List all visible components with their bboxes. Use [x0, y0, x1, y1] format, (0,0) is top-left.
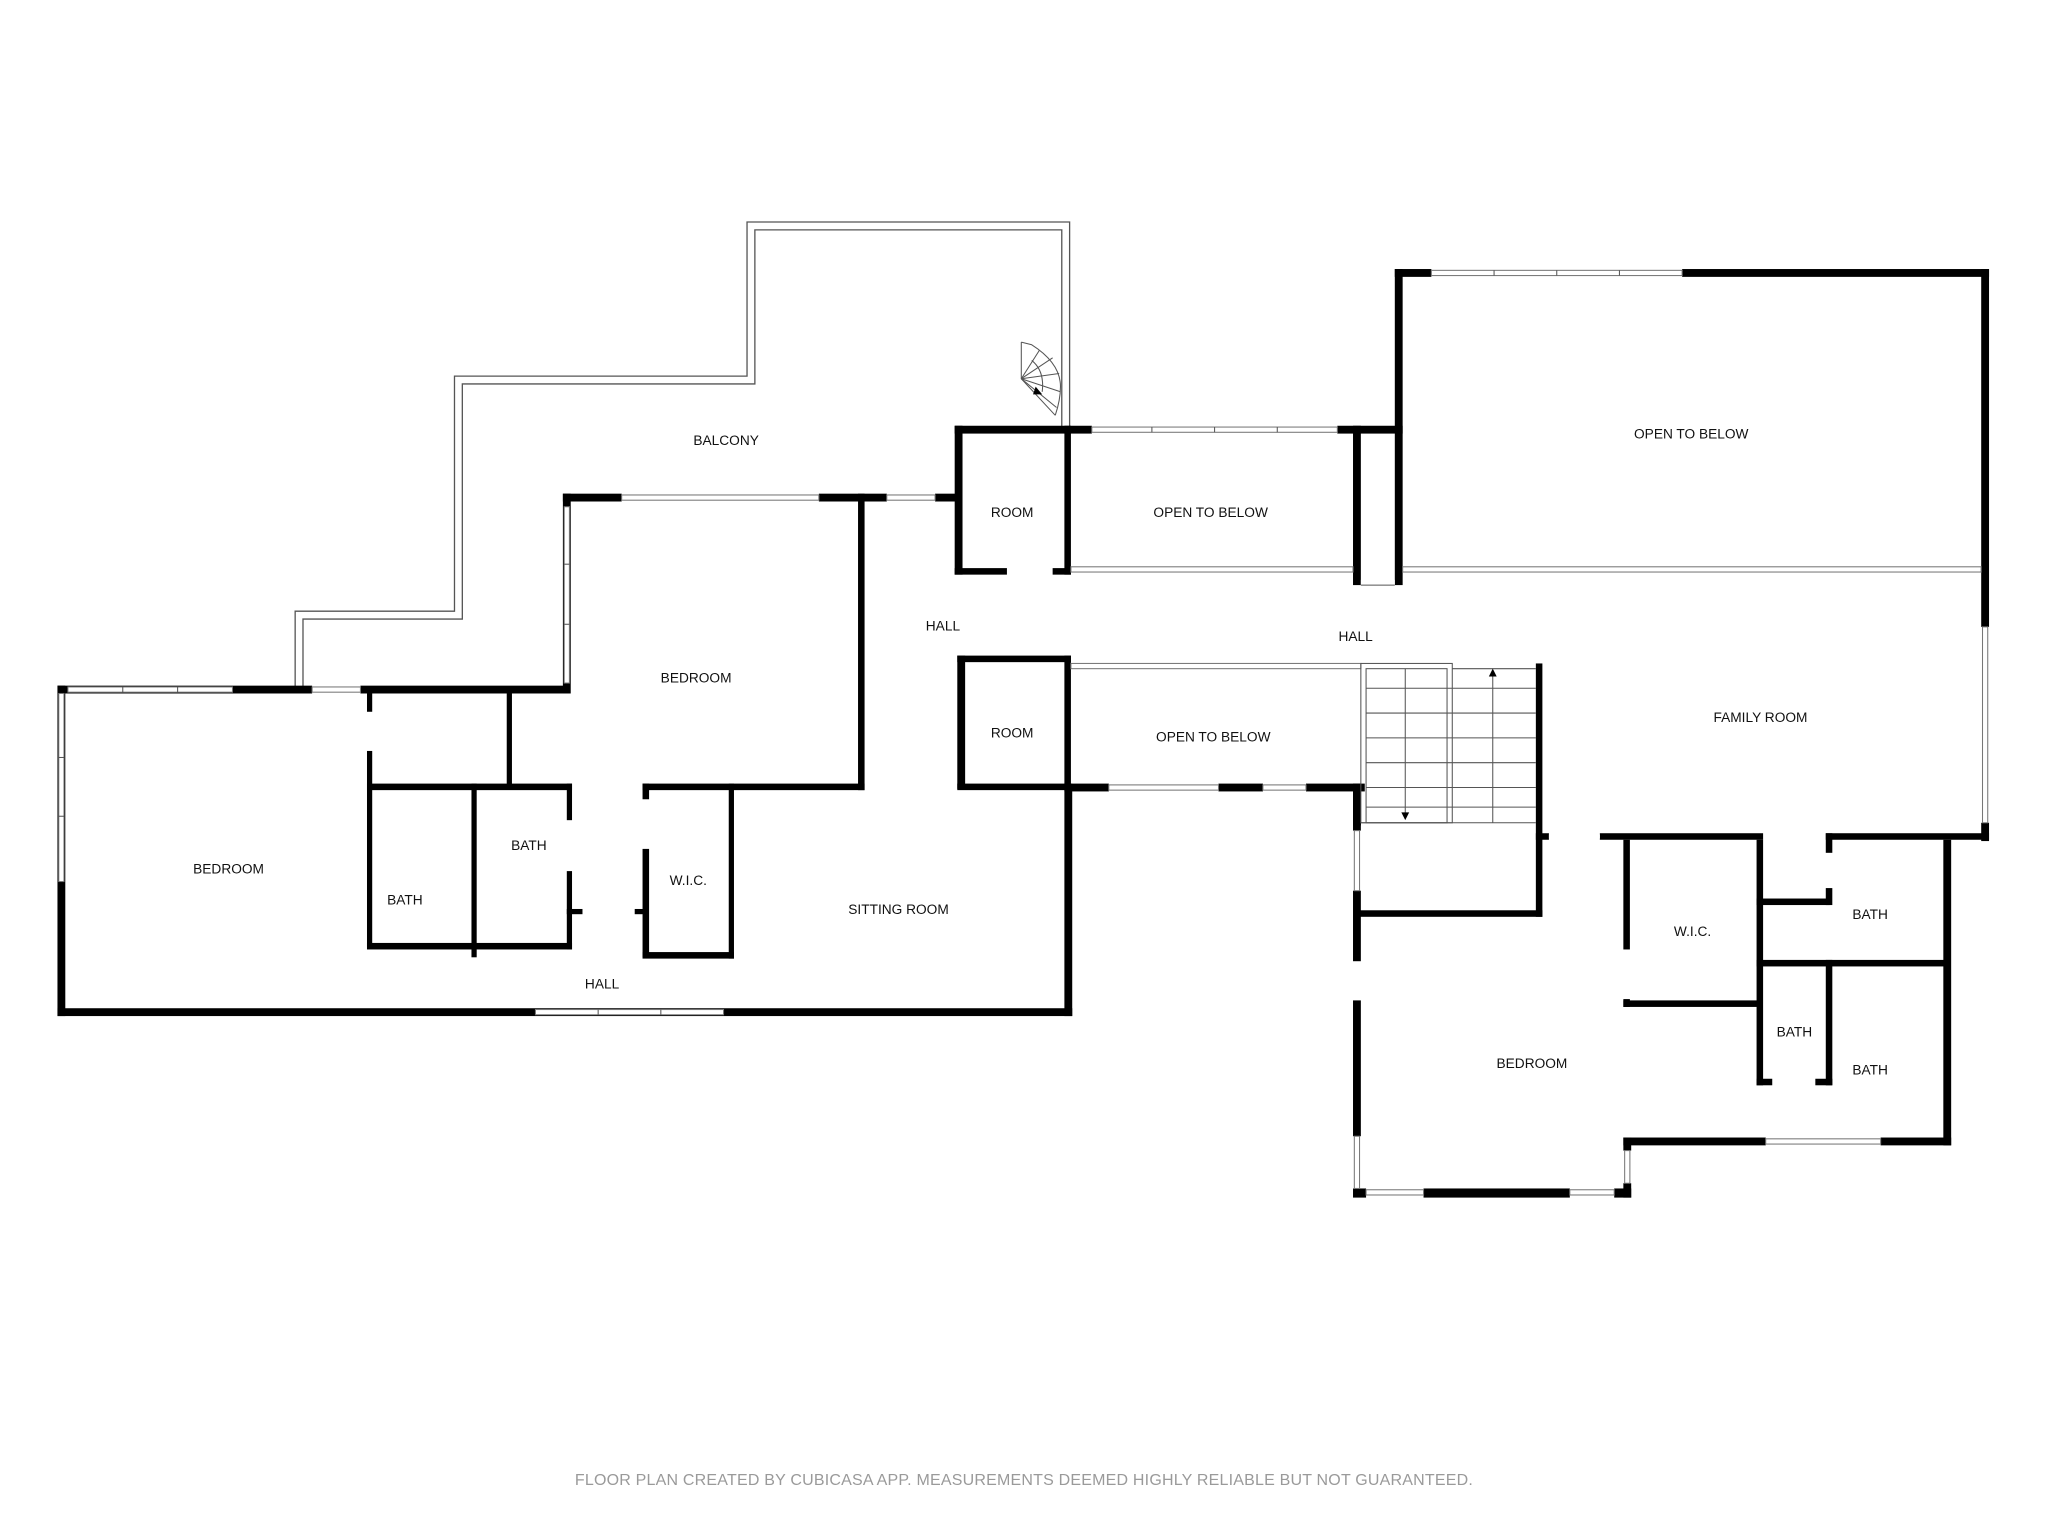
windows-right-wing	[1353, 834, 1882, 1196]
room-label-bath-right-2: BATH	[1777, 1025, 1813, 1040]
balcony-railing	[294, 221, 1071, 689]
room-label-bath-right-1: BATH	[1852, 907, 1888, 922]
spiral-staircase-icon	[1020, 341, 1061, 416]
room-label-open-below-lower: OPEN TO BELOW	[1156, 730, 1271, 745]
room-labels: BALCONY ROOM OPEN TO BELOW OPEN TO BELOW…	[193, 427, 1888, 1078]
room-label-room-upper: ROOM	[991, 505, 1034, 520]
room-label-bath-left-2: BATH	[511, 838, 547, 853]
room-label-open-below-upper: OPEN TO BELOW	[1153, 505, 1268, 520]
room-label-wic-left: W.I.C.	[670, 873, 707, 888]
windows-left-wing	[58, 494, 1307, 1016]
open-to-below-railings	[1070, 269, 1989, 892]
room-label-hall-bottom: HALL	[585, 976, 620, 991]
walls-right-wing	[1353, 833, 1990, 1198]
staircase-icon	[1360, 662, 1536, 824]
walls-center	[954, 269, 1990, 956]
room-label-open-below-large: OPEN TO BELOW	[1634, 427, 1749, 442]
room-label-bedroom-left: BEDROOM	[193, 861, 264, 876]
room-label-bath-left-1: BATH	[387, 893, 423, 908]
room-label-hall-left: HALL	[926, 619, 961, 634]
room-label-family-room: FAMILY ROOM	[1714, 710, 1808, 725]
room-label-sitting-room: SITTING ROOM	[848, 902, 949, 917]
room-label-bedroom-center: BEDROOM	[661, 671, 732, 686]
room-label-hall-center: HALL	[1338, 629, 1373, 644]
room-label-room-lower: ROOM	[991, 726, 1034, 741]
room-label-balcony: BALCONY	[693, 433, 758, 448]
disclaimer-footer: FLOOR PLAN CREATED BY CUBICASA APP. MEAS…	[574, 1472, 1474, 1489]
room-label-bedroom-right: BEDROOM	[1497, 1056, 1568, 1071]
room-label-bath-right-3: BATH	[1852, 1063, 1888, 1078]
room-label-wic-right: W.I.C.	[1674, 924, 1711, 939]
